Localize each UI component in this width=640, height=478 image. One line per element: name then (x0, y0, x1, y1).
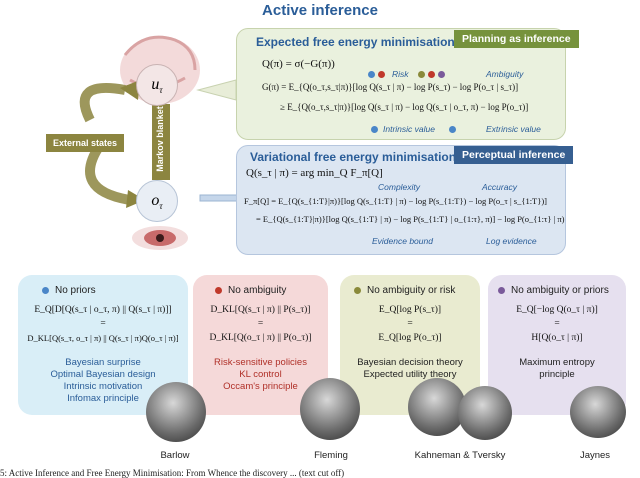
box2-eq1: D_KL[Q(s_τ | π) || P(s_τ)] (210, 305, 311, 315)
box-no-ambiguity-or-risk: No ambiguity or risk E_Q[log P(s_τ)] = E… (340, 275, 480, 415)
page-title: Active inference (262, 2, 378, 19)
vfe-eq3: = E_{Q(s_{1:T}|π)}[log Q(s_{1:T} | π) − … (256, 214, 565, 224)
dot-blue (368, 71, 375, 78)
portrait-jaynes (570, 386, 626, 438)
dot-blue-3 (449, 126, 456, 133)
portrait-tversky (458, 386, 512, 440)
box1-eq-sign: = (100, 319, 106, 329)
efe-header: Expected free energy minimisation (256, 35, 455, 49)
box4-eq-sign: = (554, 319, 560, 329)
box4-head: No ambiguity or priors (511, 285, 609, 296)
box1-head: No priors (55, 285, 96, 296)
box1-eq2: D_KL[Q(s_τ, o_τ | π) || Q(s_τ | π)Q(o_τ … (27, 333, 179, 343)
dot-purple (438, 71, 445, 78)
ambiguity-label: Ambiguity (486, 69, 524, 79)
box-no-priors: No priors E_Q[D[Q(s_τ | o_τ, π) || Q(s_τ… (18, 275, 188, 415)
name-fleming: Fleming (314, 450, 348, 461)
efe-eq3: ≥ E_{Q(o_τ,s_τ|π)}[log Q(s_τ | π) − log … (280, 102, 529, 112)
vfe-tag: Perceptual inference (454, 146, 574, 164)
portrait-kahneman (408, 378, 466, 436)
eye-icon (132, 226, 188, 250)
node-action: uτ (136, 64, 178, 106)
box3-line: Expected utility theory (363, 369, 457, 380)
box3-dot (354, 287, 361, 294)
box2-lines: Risk-sensitive policies KL control Occam… (193, 357, 328, 393)
efe-eq1: Q(π) = σ(−G(π)) (262, 58, 335, 70)
box4-eq1: E_Q[−log Q(o_τ | π)] (516, 305, 598, 315)
dot-olive (418, 71, 425, 78)
node-outcome-label: o (151, 192, 160, 209)
box3-eq1: E_Q[log P(s_τ)] (378, 305, 442, 315)
intrinsic-label: Intrinsic value (383, 124, 435, 134)
name-jaynes: Jaynes (579, 450, 611, 461)
efe-eq2: G(π) = E_{Q(o_τ,s_τ|π)}[log Q(s_τ | π) −… (262, 82, 519, 92)
vfe-header: Variational free energy minimisation (250, 150, 457, 164)
box3-eq-sign: = (407, 319, 413, 329)
portrait-barlow (146, 382, 206, 442)
box4-line: Maximum entropy (519, 357, 595, 368)
dot-blue-2 (371, 126, 378, 133)
extrinsic-label: Extrinsic value (486, 124, 541, 134)
markov-blanket-label: Markov blanket (155, 106, 165, 172)
risk-label: Risk (392, 69, 409, 79)
evidence-bound-label: Evidence bound (372, 236, 433, 246)
accuracy-label: Accuracy (482, 182, 517, 192)
box3-eq2: E_Q[log P(o_τ)] (378, 333, 442, 343)
node-outcome-sub: τ (159, 201, 163, 212)
box4-line: principle (539, 369, 575, 380)
box2-line: KL control (239, 369, 282, 380)
log-evidence-label: Log evidence (486, 236, 537, 246)
box2-line: Risk-sensitive policies (214, 357, 307, 368)
box1-line: Infomax principle (67, 393, 139, 404)
box2-dot (215, 287, 222, 294)
node-action-label: u (151, 76, 160, 93)
box3-line: Bayesian decision theory (357, 357, 463, 368)
efe-tag: Planning as inference (454, 30, 579, 48)
box1-dot (42, 287, 49, 294)
portrait-fleming (300, 378, 360, 440)
external-states-label: External states (46, 134, 124, 152)
box1-lines: Bayesian surprise Optimal Bayesian desig… (18, 357, 188, 405)
complexity-label: Complexity (378, 182, 421, 192)
box2-head: No ambiguity (228, 285, 287, 296)
name-kahneman-tversky: Kahneman & Tversky (414, 450, 506, 461)
vfe-eq2: F_π[Q] = E_{Q(s_{1:T}|π)}[log Q(s_{1:T} … (244, 196, 547, 206)
vfe-eq1: Q(s_τ | π) = arg min_Q F_π[Q] (246, 167, 383, 179)
dot-red (378, 71, 385, 78)
box3-lines: Bayesian decision theory Expected utilit… (340, 357, 480, 381)
box4-dot (498, 287, 505, 294)
box1-eq1: E_Q[D[Q(s_τ | o_τ, π) || Q(s_τ | π)]] (34, 305, 172, 315)
dot-red-2 (428, 71, 435, 78)
node-action-sub: τ (159, 85, 163, 96)
box1-line: Intrinsic motivation (63, 381, 143, 392)
figure-caption: 5: Active Inference and Free Energy Mini… (0, 468, 345, 478)
box4-lines: Maximum entropy principle (488, 357, 626, 381)
node-outcome: oτ (136, 180, 178, 222)
box2-eq-sign: = (257, 319, 264, 329)
name-barlow: Barlow (160, 450, 190, 461)
box3-head: No ambiguity or risk (367, 285, 456, 296)
box4-eq2: H[Q(o_τ | π)] (531, 333, 583, 343)
external-arrow (85, 142, 131, 205)
box2-eq2: D_KL[Q(o_τ | π) || P(o_τ)] (209, 333, 312, 343)
box2-line: Occam's principle (223, 381, 298, 392)
box1-line: Bayesian surprise (65, 357, 141, 368)
box1-line: Optimal Bayesian design (50, 369, 156, 380)
